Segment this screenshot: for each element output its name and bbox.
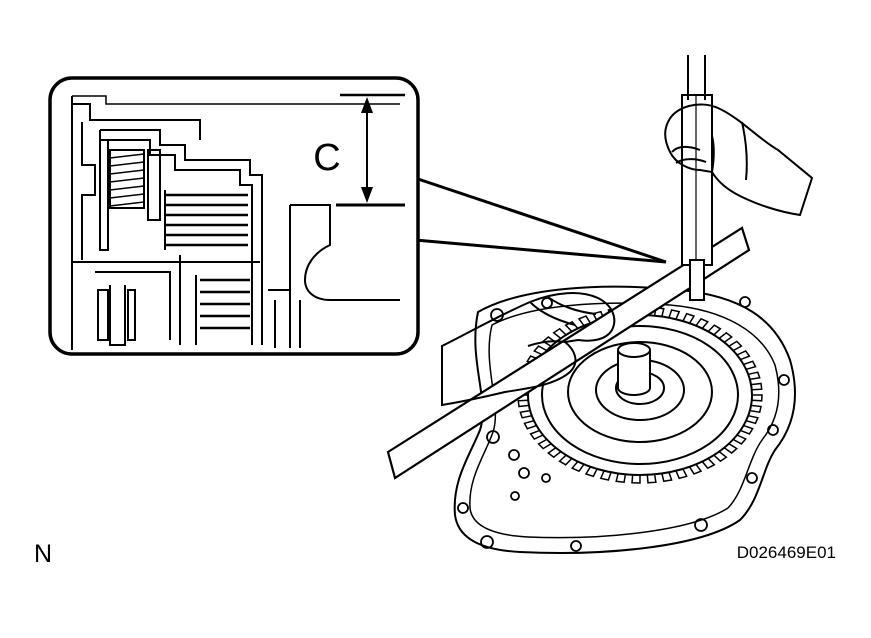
gear-tooth bbox=[599, 470, 612, 481]
case-bolt-holes bbox=[457, 296, 790, 552]
gear-tooth bbox=[748, 371, 761, 381]
gear-tooth bbox=[675, 468, 688, 480]
gear-tooth bbox=[584, 466, 598, 478]
gear-tooth bbox=[533, 345, 548, 356]
gear-tooth bbox=[728, 340, 743, 352]
gear-tooth bbox=[713, 451, 728, 463]
gear-tooth bbox=[661, 472, 673, 483]
gear-tooth bbox=[723, 443, 739, 454]
gear-tooth bbox=[631, 474, 641, 484]
gear-tooth bbox=[688, 463, 703, 475]
gear-tooth bbox=[743, 360, 757, 371]
gear-tooth bbox=[646, 474, 657, 484]
gear-tooth bbox=[749, 404, 762, 414]
gear-tooth bbox=[668, 309, 681, 320]
gear-tooth bbox=[682, 312, 696, 324]
gear-tooth bbox=[570, 461, 585, 473]
gear-tooth bbox=[517, 399, 530, 408]
gear-tooth bbox=[740, 424, 754, 435]
figure-id: D026469E01 bbox=[737, 543, 836, 562]
lower-hand bbox=[441, 292, 616, 407]
gear-tooth bbox=[750, 382, 763, 391]
upper-hand bbox=[664, 103, 814, 217]
gear-tooth bbox=[615, 473, 627, 484]
gear-tooth bbox=[695, 317, 710, 329]
gear-tooth bbox=[519, 409, 532, 419]
gear-tooth bbox=[577, 315, 592, 327]
gear-tooth bbox=[732, 434, 747, 445]
gear-teeth bbox=[517, 306, 763, 484]
gear-tooth bbox=[718, 331, 733, 343]
gear-tooth bbox=[529, 429, 544, 440]
depth-gauge bbox=[681, 55, 713, 301]
gear-tooth bbox=[537, 438, 552, 450]
gear-tooth bbox=[751, 394, 763, 402]
gear-tooth bbox=[707, 324, 722, 336]
dimension-label: C bbox=[313, 137, 340, 179]
gear-tooth bbox=[558, 454, 573, 466]
gear-tooth bbox=[552, 327, 567, 339]
gear-tooth bbox=[547, 447, 562, 459]
view-marker: N bbox=[34, 540, 52, 568]
detail-inset: C bbox=[48, 76, 420, 356]
gear-tooth bbox=[736, 350, 751, 361]
dimension-c: C bbox=[313, 93, 405, 207]
gear-tooth bbox=[701, 457, 716, 470]
transaxle-case bbox=[453, 285, 796, 554]
gear-tooth bbox=[523, 419, 537, 430]
callout-leader bbox=[414, 176, 667, 264]
gear-tooth bbox=[541, 336, 557, 347]
input-shaft bbox=[617, 342, 651, 396]
gear-tooth bbox=[745, 414, 759, 425]
